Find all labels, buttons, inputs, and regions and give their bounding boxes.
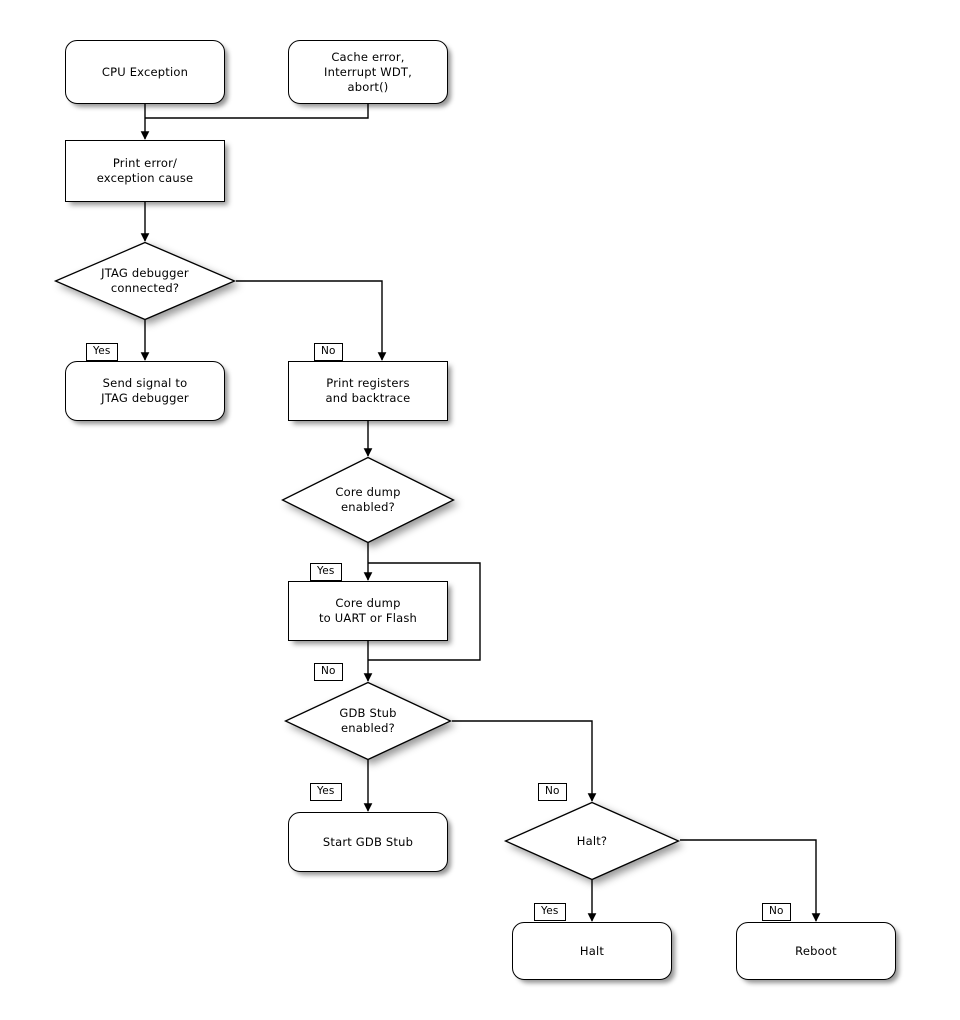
node-halt[interactable]: Halt bbox=[512, 922, 672, 980]
edge-label-jtag-no: No bbox=[314, 343, 343, 361]
node-print-registers-label: Print registers and backtrace bbox=[325, 376, 411, 405]
node-cpu-exception-label: CPU Exception bbox=[101, 64, 189, 79]
edge-label-jtag-yes: Yes bbox=[86, 343, 118, 361]
node-core-dump-enabled[interactable]: Core dump enabled? bbox=[281, 456, 455, 544]
node-send-signal-label: Send signal to JTAG debugger bbox=[101, 376, 189, 405]
edge-label-halt-yes: Yes bbox=[534, 903, 566, 921]
node-cache-error[interactable]: Cache error, Interrupt WDT, abort() bbox=[288, 40, 448, 104]
node-reboot[interactable]: Reboot bbox=[736, 922, 896, 980]
node-send-signal[interactable]: Send signal to JTAG debugger bbox=[65, 361, 225, 421]
edge-label-gdbstub-no: No bbox=[538, 783, 567, 801]
node-start-gdb-stub[interactable]: Start GDB Stub bbox=[288, 812, 448, 872]
edge-jtag-no-to-print-registers bbox=[236, 280, 387, 361]
edge-label-gdbstub-yes: Yes bbox=[310, 783, 342, 801]
edge-gdb-stub-no-to-halt-decision bbox=[452, 720, 597, 802]
node-cache-error-label: Cache error, Interrupt WDT, abort() bbox=[324, 49, 412, 94]
node-cpu-exception[interactable]: CPU Exception bbox=[65, 40, 225, 104]
node-print-error-label: Print error/ exception cause bbox=[96, 156, 194, 185]
node-halt-decision[interactable]: Halt? bbox=[503, 801, 681, 881]
edge-label-coredump-yes: Yes bbox=[310, 563, 342, 581]
edge-label-coredump-no: No bbox=[314, 663, 343, 681]
node-start-gdb-stub-label: Start GDB Stub bbox=[322, 834, 414, 849]
edge-label-halt-no: No bbox=[762, 903, 791, 921]
edge-cache-error-to-print-error bbox=[145, 104, 369, 119]
node-jtag-connected[interactable]: JTAG debugger connected? bbox=[53, 241, 237, 321]
node-halt-label: Halt bbox=[579, 943, 605, 958]
node-core-dump-label: Core dump to UART or Flash bbox=[318, 596, 418, 625]
node-print-error[interactable]: Print error/ exception cause bbox=[65, 140, 225, 202]
node-core-dump[interactable]: Core dump to UART or Flash bbox=[288, 581, 448, 641]
node-print-registers[interactable]: Print registers and backtrace bbox=[288, 361, 448, 421]
edge-halt-no-to-reboot bbox=[680, 839, 821, 922]
node-gdb-stub-enabled[interactable]: GDB Stub enabled? bbox=[283, 681, 453, 761]
edge-core-dump-no-bypass bbox=[368, 562, 481, 661]
node-reboot-label: Reboot bbox=[795, 943, 837, 958]
